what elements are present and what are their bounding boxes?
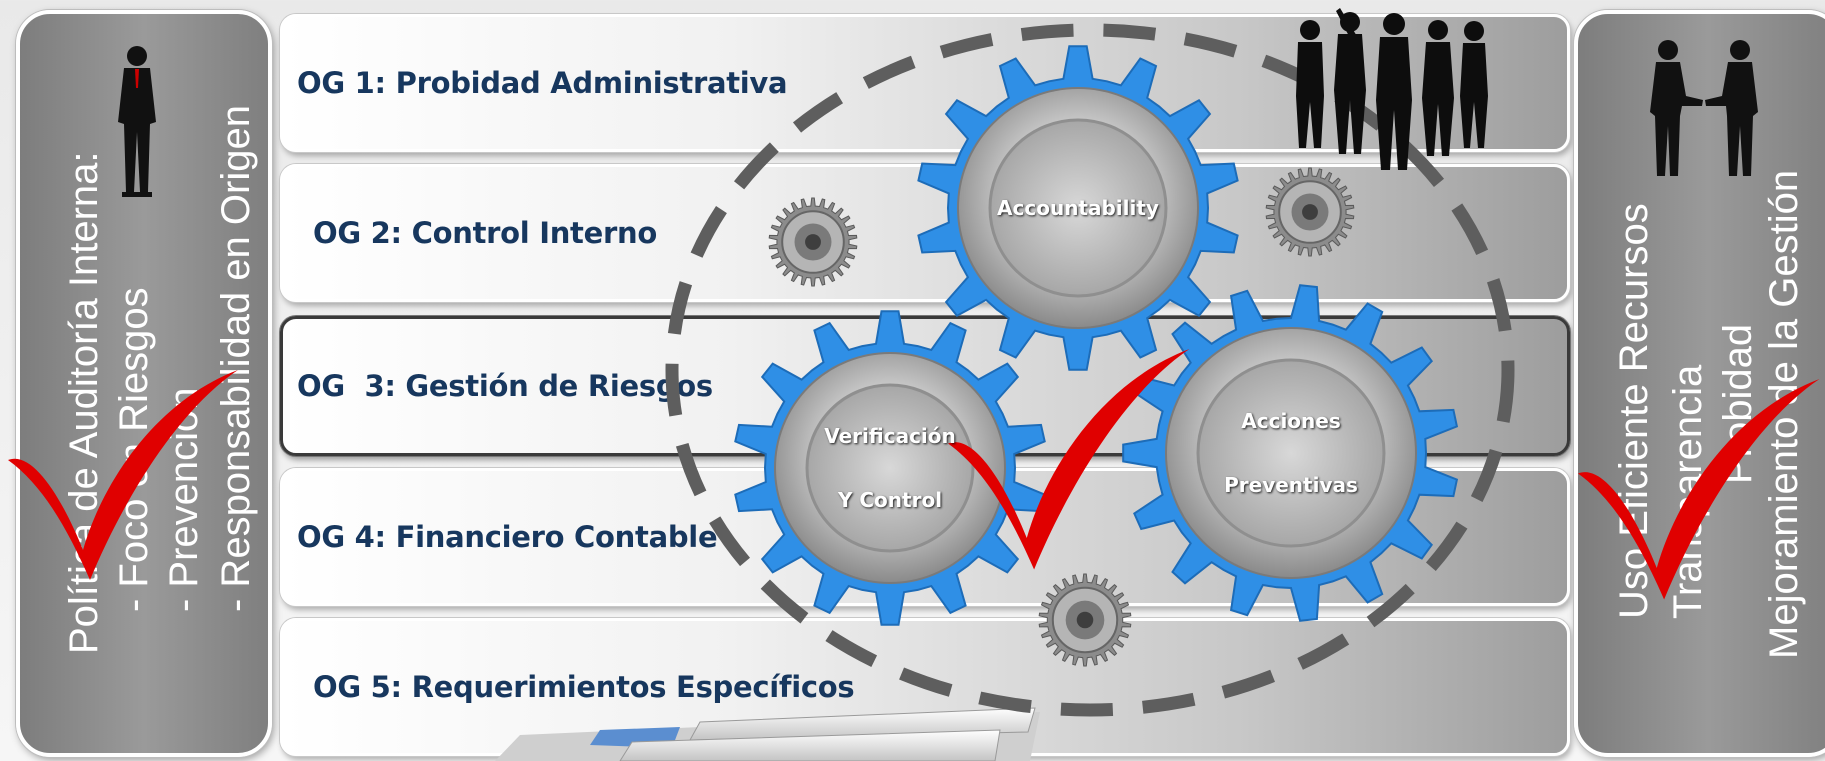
person-silhouette-icon <box>118 46 156 197</box>
small-gear-bottom-icon <box>1038 573 1132 667</box>
check-mark-right-icon <box>1578 379 1820 600</box>
left-policy-panel: Política de Auditoría Interna: - Foco en… <box>16 10 272 757</box>
gear-verification-icon <box>734 310 1046 626</box>
gear-label-accountability: Accountability <box>997 196 1159 220</box>
dashed-ellipse <box>665 23 1515 717</box>
gear-preventive-icon <box>1122 284 1459 622</box>
objective-label-3: OG 3: Gestión de Riesgos <box>297 369 713 403</box>
binders-image <box>495 707 1040 761</box>
gear-label-control: Y Control <box>837 488 943 512</box>
gear-label-verification: Verificación <box>824 424 956 448</box>
objective-label-2: OG 2: Control Interno <box>313 216 657 250</box>
check-mark-left-icon <box>8 370 238 580</box>
people-silhouette-icon <box>1296 8 1488 170</box>
check-mark-center-icon <box>948 349 1190 570</box>
gear-accountability-icon <box>917 45 1239 371</box>
small-gear-left-icon <box>768 197 858 287</box>
right-outcomes-panel: Uso Eficiente Recursos Transparencia Pro… <box>1574 10 1825 757</box>
handshake-silhouette-icon <box>1650 40 1758 176</box>
gear-label-preventive: Preventivas <box>1224 473 1358 497</box>
objective-label-5: OG 5: Requerimientos Específicos <box>313 670 855 704</box>
objective-band-2: OG 2: Control Interno <box>280 164 1570 302</box>
gear-label-actions: Acciones <box>1241 409 1341 433</box>
objective-label-4: OG 4: Financiero Contable <box>297 520 718 554</box>
small-gear-right-icon <box>1265 167 1355 257</box>
objective-label-1: OG 1: Probidad Administrativa <box>297 66 788 100</box>
